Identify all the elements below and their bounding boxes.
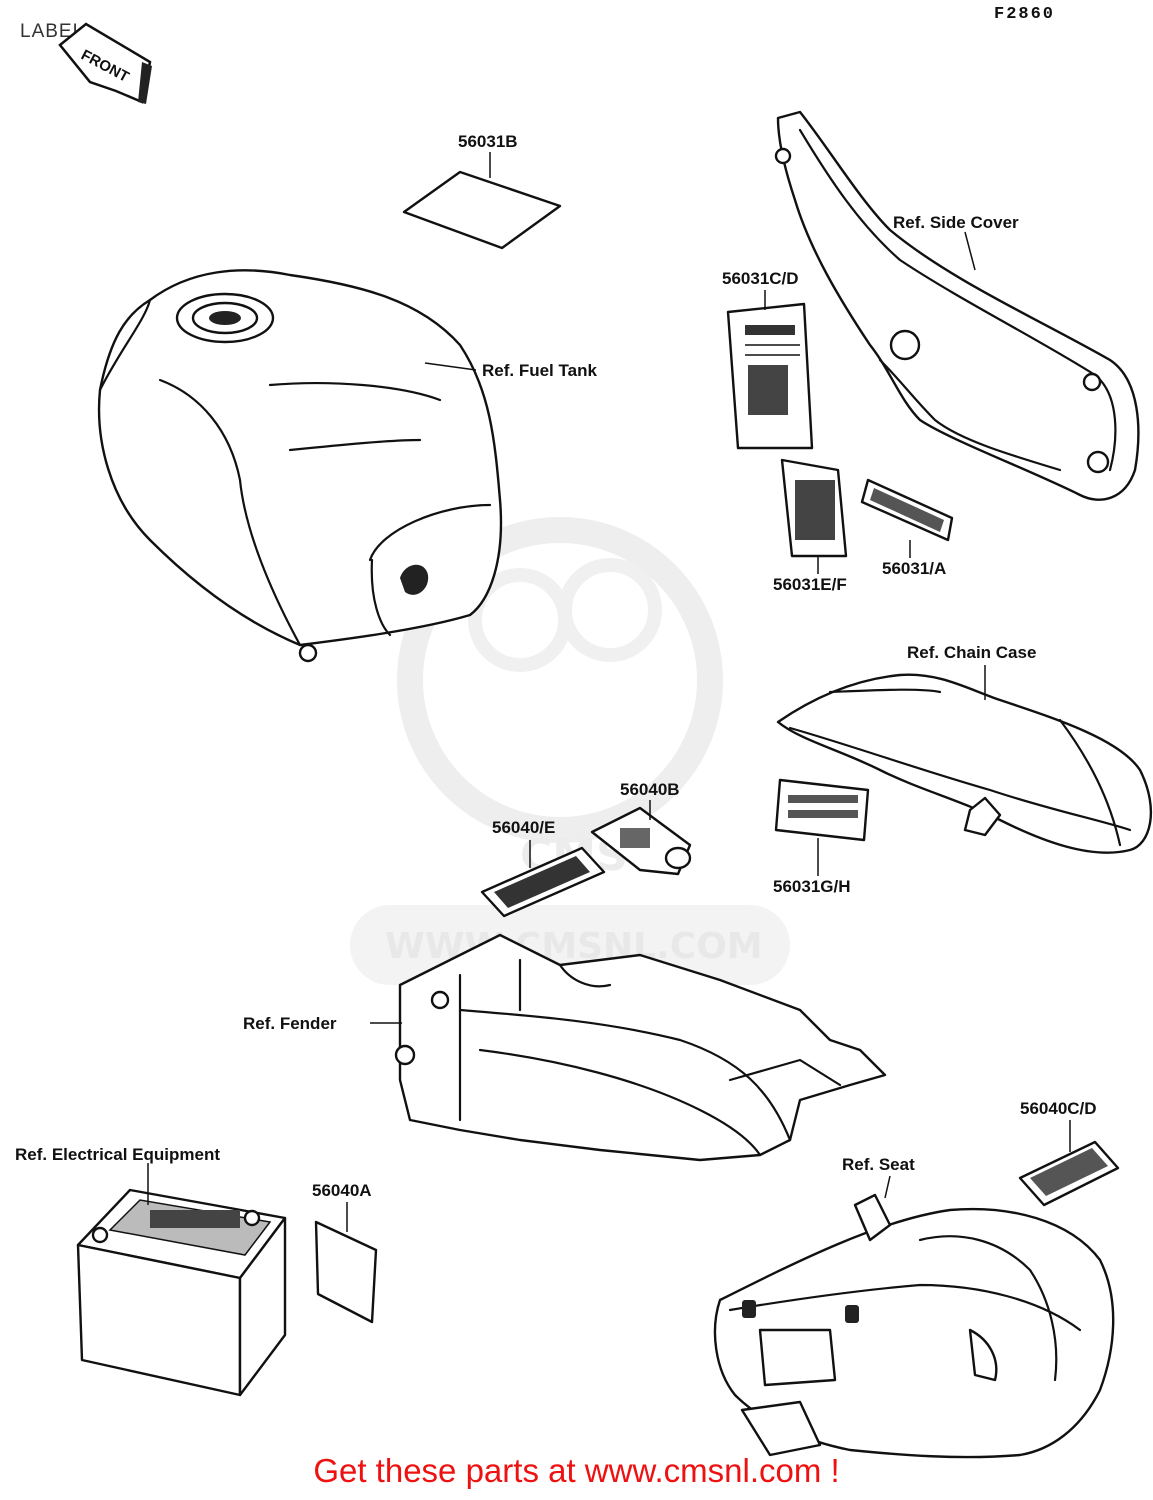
figure-code: F2860 [994,5,1055,24]
label-56031b-sticker[interactable] [402,170,562,250]
label-56040a-sticker[interactable] [314,1220,378,1324]
label-56031gh: 56031G/H [773,877,851,896]
label-56031b: 56031B [458,132,518,151]
label-56031ef-sticker[interactable] [780,458,848,558]
label-56031ef: 56031E/F [773,575,847,594]
label-56031a-sticker[interactable] [860,478,954,542]
label-56040a: 56040A [312,1181,372,1200]
label-56040b: 56040B [620,780,680,799]
label-56031cd-sticker[interactable] [726,302,814,450]
page-title: LABEL [20,21,84,42]
label-56031gh-sticker[interactable] [774,778,870,842]
fender-drawing [394,933,887,1162]
ref-seat: Ref. Seat [842,1155,915,1174]
label-56040b-sticker[interactable] [590,806,692,876]
fuel-tank-drawing [97,269,503,663]
battery-drawing [76,1188,287,1397]
ref-fender: Ref. Fender [243,1014,337,1033]
ref-electrical-equipment: Ref. Electrical Equipment [15,1145,220,1164]
label-56040cd: 56040C/D [1020,1099,1097,1118]
seat-drawing [713,1193,1115,1459]
side-cover-drawing [774,110,1140,501]
label-56040cd-sticker[interactable] [1018,1140,1120,1207]
watermark-url: WWW.CMSNL.COM [385,926,763,967]
footer-link-text[interactable]: Get these parts at www.cmsnl.com ! [313,1452,840,1489]
chain-case-drawing [776,673,1153,854]
front-arrow-icon: FRONT [58,22,152,104]
label-56040e: 56040/E [492,818,555,837]
ref-chain-case: Ref. Chain Case [907,643,1036,662]
label-56040e-sticker[interactable] [480,846,606,918]
label-56031cd: 56031C/D [722,269,799,288]
ref-side-cover: Ref. Side Cover [893,213,1019,232]
ref-fuel-tank: Ref. Fuel Tank [482,361,597,380]
label-56031a: 56031/A [882,559,946,578]
